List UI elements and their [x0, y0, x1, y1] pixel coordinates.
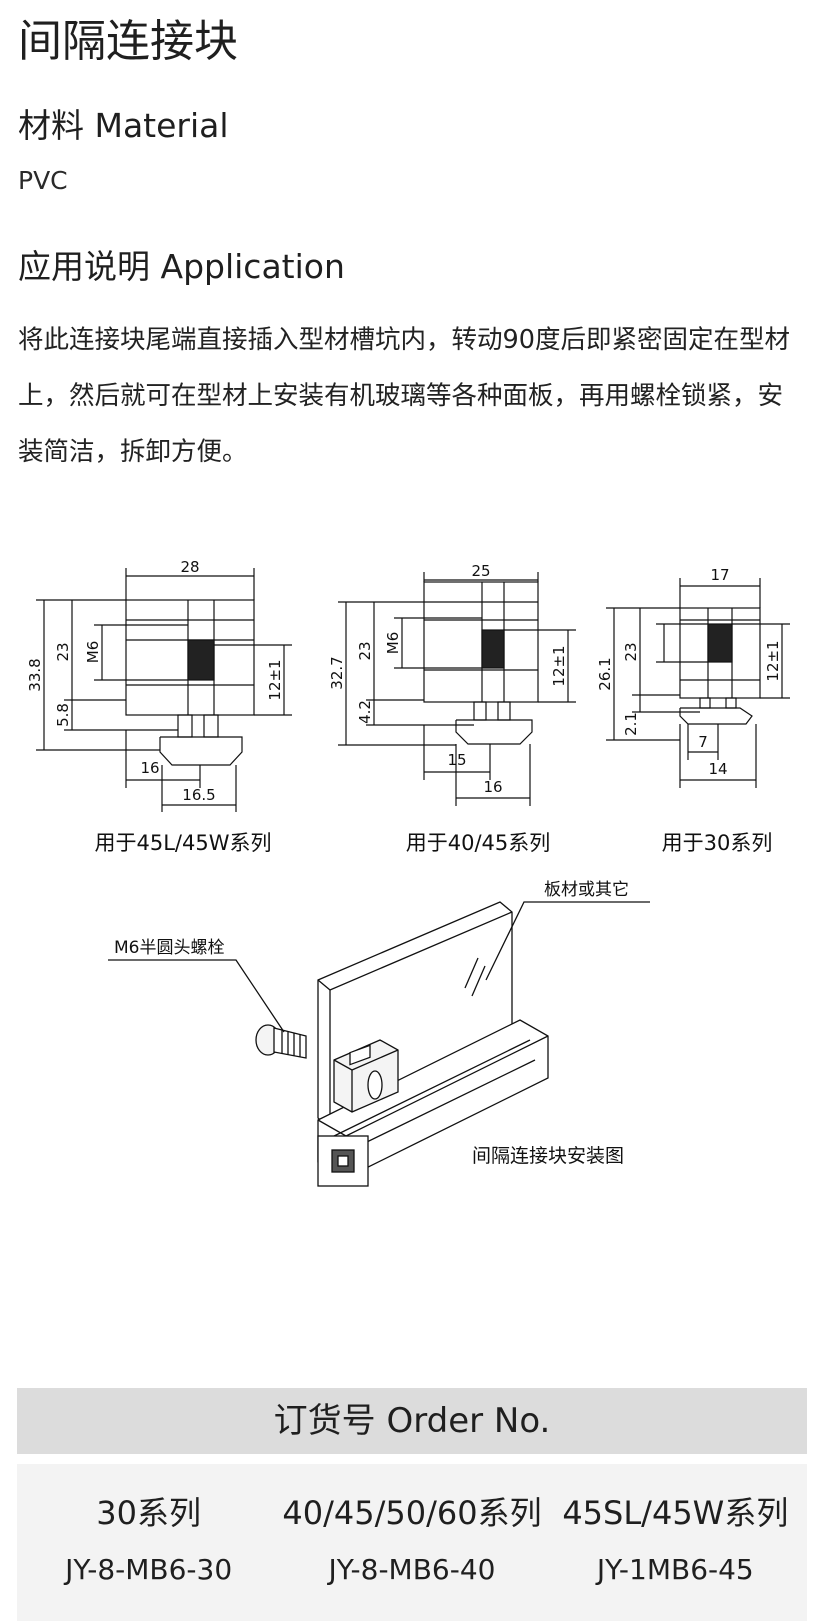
dim-foot-2: 16	[483, 778, 502, 796]
dim-tolerance: 12±1	[550, 645, 568, 686]
drawing-canvas: 28 33.8 23 M6 12±1 5.8 16 16.5 用于45L/45W…	[26, 558, 790, 1187]
bolt-label: M6半圆头螺栓	[114, 938, 224, 958]
technical-drawings: 28 33.8 23 M6 12±1 5.8 16 16.5 用于45L/45W…	[0, 540, 823, 1240]
dim-inner: 23	[622, 642, 640, 661]
dim-base: 5.8	[54, 703, 72, 727]
order-column: 30系列 JY-8-MB6-30	[17, 1464, 280, 1621]
dim-height: 32.7	[328, 656, 346, 689]
dim-base: 4.2	[356, 700, 374, 724]
dim-foot-1: 7	[698, 733, 708, 751]
order-series: 30系列	[96, 1494, 202, 1532]
dim-inner: 23	[356, 641, 374, 660]
panel-label: 板材或其它	[544, 880, 629, 900]
drawing-30	[606, 578, 790, 788]
material-heading: 材料 Material	[18, 106, 229, 145]
order-table: 30系列 JY-8-MB6-30 40/45/50/60系列 JY-8-MB6-…	[17, 1464, 807, 1621]
drawing-caption: 用于45L/45W系列	[95, 831, 272, 855]
dim-height: 26.1	[596, 657, 614, 690]
order-column: 40/45/50/60系列 JY-8-MB6-40	[280, 1464, 543, 1621]
material-value: PVC	[18, 166, 68, 195]
dim-width: 25	[471, 562, 490, 580]
dim-foot-2: 14	[708, 760, 727, 778]
dim-inner: 23	[54, 642, 72, 661]
order-code: JY-1MB6-45	[596, 1553, 754, 1586]
application-heading: 应用说明 Application	[18, 247, 345, 286]
installation-diagram	[108, 901, 650, 1187]
drawing-caption: 用于40/45系列	[406, 831, 551, 855]
order-column: 45SL/45W系列 JY-1MB6-45	[544, 1464, 807, 1621]
dim-foot-1: 16	[140, 759, 159, 777]
order-heading: 订货号 Order No.	[17, 1388, 807, 1454]
dim-bolt: M6	[384, 632, 402, 655]
drawing-40-45	[338, 572, 576, 806]
installation-caption: 间隔连接块安装图	[472, 1145, 624, 1167]
dim-bolt: M6	[84, 641, 102, 664]
dim-width: 17	[710, 566, 729, 584]
dim-foot-2: 16.5	[182, 786, 215, 804]
dim-width: 28	[180, 558, 199, 576]
dim-tolerance: 12±1	[764, 640, 782, 681]
order-code: JY-8-MB6-40	[328, 1553, 496, 1586]
dim-height: 33.8	[26, 658, 44, 691]
dim-foot-1: 15	[447, 751, 466, 769]
order-series: 40/45/50/60系列	[282, 1494, 542, 1532]
application-text: 将此连接块尾端直接插入型材槽坑内，转动90度后即紧密固定在型材上，然后就可在型材…	[18, 325, 790, 467]
order-series: 45SL/45W系列	[562, 1494, 789, 1532]
drawing-caption: 用于30系列	[662, 831, 773, 855]
page-title: 间隔连接块	[18, 16, 238, 67]
order-code: JY-8-MB6-30	[65, 1553, 233, 1586]
drawing-45l-45w	[36, 568, 292, 812]
dim-base: 2.1	[622, 712, 640, 736]
dim-tolerance: 12±1	[266, 659, 284, 700]
